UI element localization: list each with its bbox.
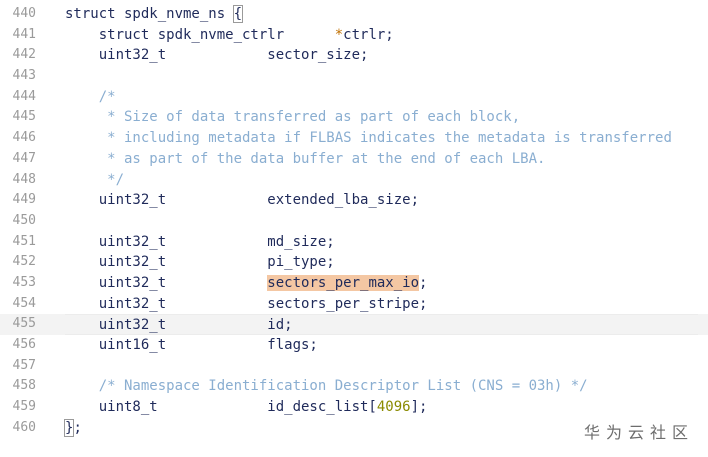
line-number: 451 xyxy=(12,233,36,249)
code-line[interactable]: 453 uint32_t sectors_per_max_io; xyxy=(0,273,708,294)
line-number: 454 xyxy=(12,295,36,311)
code-text[interactable]: * as part of the data buffer at the end … xyxy=(65,149,698,170)
code-token: struct spdk_nvme_ctrlr xyxy=(65,26,335,43)
code-line[interactable]: 450 xyxy=(0,211,708,232)
code-line[interactable]: 444 /* xyxy=(0,87,708,108)
line-number: 450 xyxy=(12,212,36,228)
code-line[interactable]: 458 /* Namespace Identification Descript… xyxy=(0,376,708,397)
code-token: uint32_t md_size; xyxy=(65,233,335,250)
code-token: ctrlr; xyxy=(343,26,394,43)
line-number: 457 xyxy=(12,357,36,373)
line-number: 458 xyxy=(12,378,36,394)
code-token: uint32_t xyxy=(65,274,268,291)
code-comment: * including metadata if FLBAS indicates … xyxy=(65,130,672,147)
line-number: 447 xyxy=(12,150,36,166)
code-text[interactable] xyxy=(65,356,698,377)
code-text[interactable]: uint32_t sectors_per_max_io; xyxy=(65,273,698,294)
code-line[interactable]: 448 */ xyxy=(0,170,708,191)
code-line[interactable]: 454 uint32_t sectors_per_stripe; xyxy=(0,294,708,315)
code-text[interactable]: uint32_t sectors_per_stripe; xyxy=(65,294,698,315)
code-comment: * Size of data transferred as part of ea… xyxy=(65,109,521,126)
code-line[interactable]: 442 uint32_t sector_size; xyxy=(0,45,708,66)
code-token: uint32_t extended_lba_size; xyxy=(65,192,420,209)
code-text[interactable]: uint32_t id; xyxy=(65,314,698,335)
line-number: 456 xyxy=(12,337,36,352)
code-line[interactable]: 443 xyxy=(0,66,708,87)
line-number: 459 xyxy=(12,399,36,415)
line-number: 441 xyxy=(12,26,36,42)
line-number: 448 xyxy=(12,171,36,187)
code-token: ]; xyxy=(410,399,428,416)
line-number: 455 xyxy=(12,316,36,332)
code-text[interactable]: uint32_t sector_size; xyxy=(65,45,698,66)
code-line[interactable]: 460}; xyxy=(0,418,708,439)
line-number: 445 xyxy=(12,109,36,125)
code-line[interactable]: 446 * including metadata if FLBAS indica… xyxy=(0,128,708,149)
highlighted-token: sectors_per_max_io xyxy=(267,274,420,291)
line-number: 442 xyxy=(12,47,36,63)
code-line[interactable]: 459 uint8_t id_desc_list[4096]; xyxy=(0,397,708,418)
code-token: uint32_t pi_type; xyxy=(65,254,335,271)
line-number: 453 xyxy=(12,274,36,290)
code-line[interactable]: 456 uint16_t flags; xyxy=(0,335,708,356)
bracket-match: { xyxy=(232,5,244,23)
code-token: struct spdk_nvme_ns xyxy=(65,6,234,22)
code-text[interactable] xyxy=(65,211,698,232)
code-text[interactable]: /* xyxy=(65,87,698,108)
code-text[interactable]: uint32_t pi_type; xyxy=(65,252,698,273)
code-line[interactable]: 447 * as part of the data buffer at the … xyxy=(0,149,708,170)
code-token: ; xyxy=(419,274,428,291)
code-text[interactable]: }; xyxy=(63,418,698,439)
code-token: uint16_t flags; xyxy=(65,337,318,353)
number-literal: 4096 xyxy=(376,399,411,416)
code-text[interactable]: * Size of data transferred as part of ea… xyxy=(65,107,698,128)
code-text[interactable]: /* Namespace Identification Descriptor L… xyxy=(65,376,698,397)
code-text[interactable]: uint16_t flags; xyxy=(65,335,698,356)
code-text[interactable]: * including metadata if FLBAS indicates … xyxy=(65,128,698,149)
code-comment: */ xyxy=(65,171,125,188)
code-token: ; xyxy=(73,419,82,436)
code-line[interactable]: 457 xyxy=(0,356,708,377)
code-text[interactable]: uint8_t id_desc_list[4096]; xyxy=(65,397,698,418)
line-number: 449 xyxy=(12,192,36,208)
code-line[interactable]: 449 uint32_t extended_lba_size; xyxy=(0,190,708,211)
code-text[interactable]: */ xyxy=(65,170,698,191)
code-line[interactable]: 441 struct spdk_nvme_ctrlr *ctrlr; xyxy=(0,25,708,46)
code-token: uint8_t id_desc_list[ xyxy=(65,399,377,416)
watermark-logo: 华为云社区 xyxy=(583,423,694,442)
code-line[interactable]: 440 struct spdk_nvme_ns { xyxy=(0,4,708,25)
code-line[interactable]: 455 uint32_t id; xyxy=(0,314,708,335)
line-number: 440 xyxy=(12,6,36,21)
pointer-token: * xyxy=(334,26,344,43)
code-text[interactable]: uint32_t md_size; xyxy=(65,232,698,253)
code-text[interactable]: struct spdk_nvme_ns { xyxy=(65,4,698,25)
code-text[interactable]: struct spdk_nvme_ctrlr *ctrlr; xyxy=(65,25,698,46)
code-token: uint32_t sector_size; xyxy=(65,47,369,64)
line-number: 460 xyxy=(12,419,36,435)
code-text[interactable]: uint32_t extended_lba_size; xyxy=(65,190,698,211)
code-line[interactable]: 452 uint32_t pi_type; xyxy=(0,252,708,273)
code-text[interactable] xyxy=(65,66,698,87)
line-number: 443 xyxy=(12,68,36,84)
code-token: uint32_t sectors_per_stripe; xyxy=(65,295,428,312)
code-line[interactable]: 451 uint32_t md_size; xyxy=(0,232,708,253)
code-comment: /* Namespace Identification Descriptor L… xyxy=(65,378,588,395)
line-number: 452 xyxy=(12,254,36,270)
code-token: uint32_t id; xyxy=(65,317,293,334)
line-number: 444 xyxy=(12,88,36,104)
bracket-match: } xyxy=(63,418,75,437)
line-number: 446 xyxy=(12,130,36,146)
code-comment: /* xyxy=(65,88,116,105)
code-comment: * as part of the data buffer at the end … xyxy=(65,150,546,167)
code-line[interactable]: 445 * Size of data transferred as part o… xyxy=(0,107,708,128)
